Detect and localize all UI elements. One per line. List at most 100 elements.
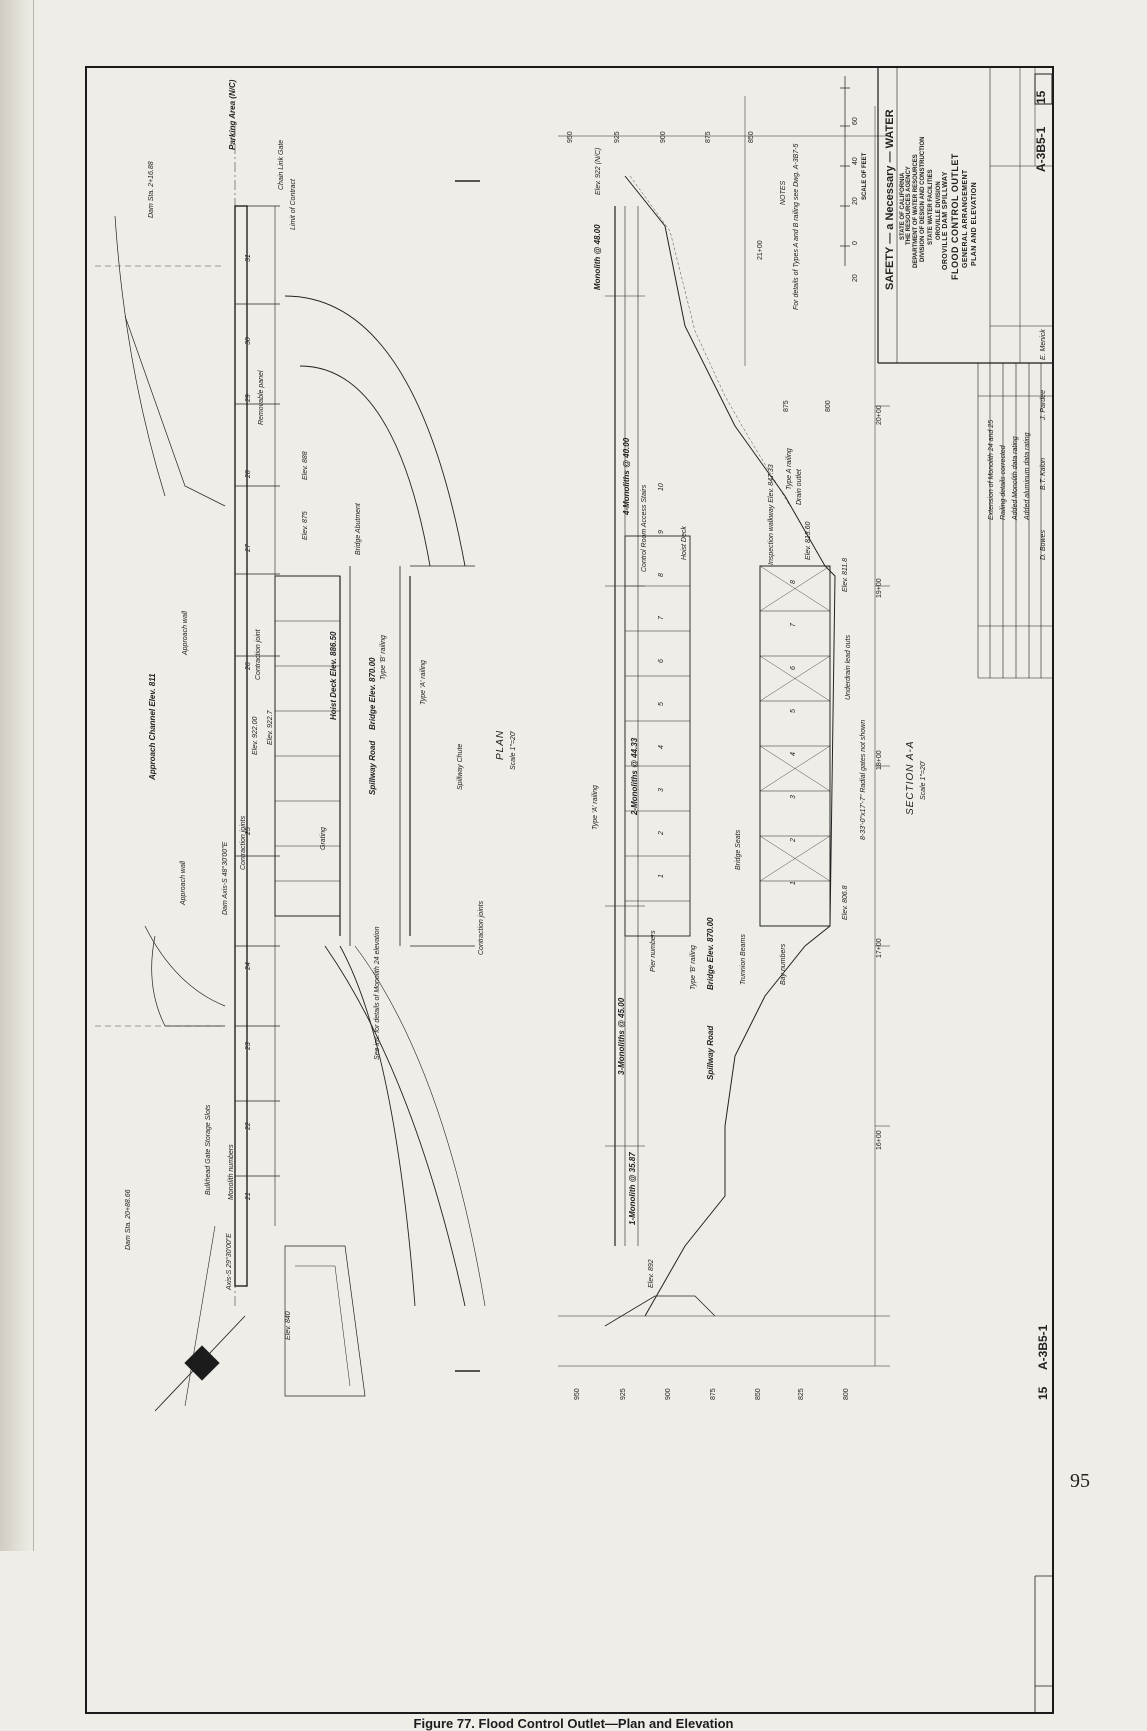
title-block-title-2: GENERAL ARRANGEMENT <box>962 169 969 268</box>
scale-bar <box>840 76 850 266</box>
monolith-22: 22 <box>245 1122 252 1130</box>
plan-label-dam-sta-2: Dam Sta. 20+88.66 <box>125 1189 132 1250</box>
supervised-by: E. Menick <box>1040 329 1047 360</box>
elev-bottom-950: 950 <box>574 1388 581 1400</box>
section-label-monolith-3587: 1-Monolith @ 35.87 <box>628 1152 637 1225</box>
scale-tick-20b: 20 <box>852 197 859 205</box>
section-label-monolith-4800: Monolith @ 48.00 <box>593 224 602 290</box>
section-label-control-room: Control Room Access Stairs <box>641 484 648 572</box>
elev-bottom-925: 925 <box>620 1388 627 1400</box>
monolith-29: 29 <box>245 394 252 402</box>
plan-label-gate: Chain Link Gate <box>278 139 285 190</box>
sheet-number-bottom: 15 <box>1036 1386 1050 1400</box>
page-binding-edge <box>33 0 34 1551</box>
revision-row-a: Extension of Monolith 24 and 25 <box>988 419 995 520</box>
section-label-elev-8136: Elev. 813.60 <box>805 521 812 560</box>
page-binding-shadow <box>0 0 34 1551</box>
section-label-hoist-deck: Hoist Deck <box>681 526 688 560</box>
section-title: SECTION A-A <box>905 740 916 815</box>
plan-label-bridge-elev: Bridge Elev. 870.00 <box>368 657 377 731</box>
pier-1: 1 <box>658 874 665 878</box>
revision-row-d: Added aluminum data rating <box>1024 432 1031 520</box>
bay-5: 5 <box>790 709 797 713</box>
plan-label-elev-888: Elev. 888 <box>302 451 309 480</box>
bay-6: 6 <box>790 666 797 670</box>
monolith-26: 26 <box>245 662 252 670</box>
monolith-23: 23 <box>245 1042 252 1050</box>
elev-right-800: 800 <box>825 400 832 412</box>
plan-label-elev-922: Elev. 922.00 <box>252 716 259 755</box>
plan-view <box>95 126 486 1412</box>
pier-2: 2 <box>658 831 665 835</box>
pier-8: 8 <box>658 573 665 577</box>
pier-4: 4 <box>658 745 665 749</box>
elev-top-875: 875 <box>705 131 712 143</box>
section-label-monolith-4433: 2-Monoliths @ 44.33 <box>630 737 639 815</box>
section-label-spillway-road: Spillway Road <box>706 1025 715 1080</box>
section-label-elev-892: Elev. 892 <box>648 1259 655 1288</box>
elev-bottom-900: 900 <box>665 1388 672 1400</box>
section-label-monolith-4500: 3-Monoliths @ 45.00 <box>617 997 626 1075</box>
title-block-project: OROVILLE DAM SPILLWAY <box>942 171 949 270</box>
plan-label-contraction-joints-2: Contraction joints <box>478 900 485 955</box>
station-19: 19+00 <box>876 578 883 598</box>
section-label-type-b-railing: Type 'B' railing <box>690 945 697 990</box>
elev-bottom-850: 850 <box>755 1388 762 1400</box>
sheet-drawing-number-bottom: A-3B5-1 <box>1036 1324 1050 1370</box>
pier-6: 6 <box>658 659 665 663</box>
elev-bottom-875: 875 <box>710 1388 717 1400</box>
title-block-sheet-number: 15 <box>1034 90 1048 104</box>
figure-caption: Figure 77. Flood Control Outlet—Plan and… <box>413 1716 734 1731</box>
plan-label-elev-9227: Elev. 922.7 <box>267 710 274 745</box>
plan-label-limit: Limit of Contract <box>290 179 297 230</box>
pier-7: 7 <box>658 616 665 620</box>
section-label-drain-outlet: Drain outlet <box>796 469 803 505</box>
revision-block <box>977 363 1052 679</box>
plan-scale: Scale 1"=20' <box>510 730 517 770</box>
monolith-28: 28 <box>245 470 252 478</box>
plan-label-dam-axis: Dam Axis-S 48°30'00"E <box>222 841 229 915</box>
plan-label-bridge-abutment: Bridge Abutment <box>355 503 362 555</box>
station-17: 17+00 <box>876 938 883 958</box>
section-label-pier-numbers: Pier numbers <box>650 930 657 972</box>
section-label-underdrain: Underdrain lead outs <box>845 635 852 700</box>
elev-bottom-800: 800 <box>843 1388 850 1400</box>
monolith-27: 27 <box>245 544 252 552</box>
station-21: 21+00 <box>757 240 764 260</box>
title-block-agency-2: THE RESOURCES AGENCY <box>906 166 912 245</box>
plan-label-removable-panel: Removable panel <box>258 370 265 425</box>
bay-3: 3 <box>790 795 797 799</box>
revision-row-c: Added Monolith data rating <box>1012 436 1019 520</box>
plan-label-dam-axis-2: Axis-S 29°30'00"E <box>226 1233 233 1290</box>
pier-3: 3 <box>658 788 665 792</box>
station-16: 16+00 <box>876 1130 883 1150</box>
engineering-drawing <box>85 66 1054 1714</box>
elev-top-925: 925 <box>614 131 621 143</box>
section-scale: Scale 1"=20' <box>920 760 927 800</box>
section-label-elev-8068: Elev. 806.8 <box>842 885 849 920</box>
section-label-inspection: Inspection walkway Elev. 847.33 <box>768 464 775 565</box>
monolith-25: 25 <box>245 827 252 835</box>
title-block-safety: SAFETY — a Necessary — WATER <box>884 109 896 290</box>
station-20: 20+00 <box>876 405 883 425</box>
plan-label-hoist-deck: Hoist Deck Elev. 886.50 <box>329 631 338 721</box>
plan-label-approach-channel: Approach Channel Elev. 811 <box>148 673 157 780</box>
pier-5: 5 <box>658 702 665 706</box>
plan-label-contraction-joint: Contraction joint <box>255 629 262 680</box>
scale-tick-0: 0 <box>852 241 859 245</box>
title-block-drawing-number: A-3B5-1 <box>1034 126 1048 172</box>
title-block-division: DIVISION OF DESIGN AND CONSTRUCTION <box>920 136 926 262</box>
bay-4: 4 <box>790 752 797 756</box>
revision-row-b: Railing details corrected <box>1000 445 1007 520</box>
section-label-elev-922: Elev. 922 (N/C) <box>595 147 602 195</box>
plan-label-spillway-chute: Spillway Chute <box>457 743 464 790</box>
designed-by: D. Bowes <box>1040 530 1047 560</box>
elev-top-850: 850 <box>748 131 755 143</box>
section-label-bridge-seats: Bridge Seats <box>735 829 742 870</box>
plan-label-approach-wall-1: Approach wall <box>182 611 189 655</box>
section-label-monolith-4000: 4-Monoliths @ 40.00 <box>622 437 631 515</box>
bay-8: 8 <box>790 580 797 584</box>
monolith-24: 24 <box>245 962 252 970</box>
scale-tick-20a: 20 <box>852 274 859 282</box>
monolith-21: 21 <box>245 1192 252 1200</box>
